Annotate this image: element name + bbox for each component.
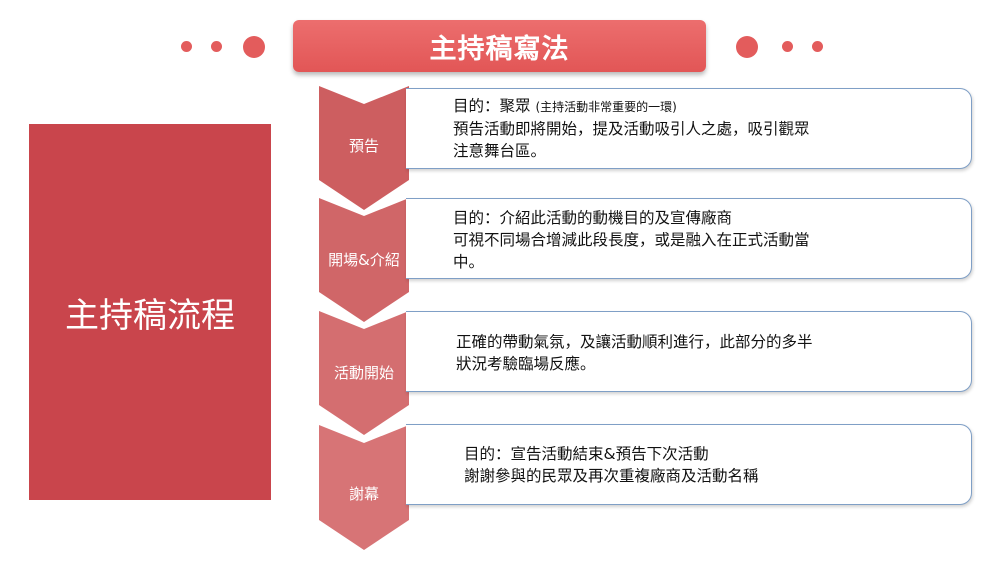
decor-dot-left-large (243, 36, 265, 58)
step-label: 開場&介紹 (328, 251, 400, 269)
flow-label-box: 主持稿流程 (29, 124, 271, 500)
step-chevron-1: 預告 (319, 86, 409, 210)
card-line: 中。 (453, 253, 485, 271)
card-note: (主持活動非常重要的一環) (535, 100, 677, 114)
card-line: 目的：聚眾 (主持活動非常重要的一環) (453, 95, 971, 118)
decor-dot-left-small (181, 41, 192, 52)
step-chevron-2: 開場&介紹 (319, 198, 409, 322)
flow-label: 主持稿流程 (65, 295, 235, 336)
step-label: 預告 (348, 137, 379, 155)
step-label: 謝幕 (348, 485, 379, 503)
card-text: 目的：聚眾 (453, 97, 536, 115)
card-line: 謝謝參與的民眾及再次重複廠商及活動名稱 (464, 467, 759, 485)
card-line: 正確的帶動氣氛，及讓活動順利進行，此部分的多半 (456, 333, 813, 351)
card-line: 預告活動即將開始，提及活動吸引人之處，吸引觀眾 (453, 120, 810, 138)
card-line: 目的：介紹此活動的動機目的及宣傳廠商 (453, 209, 733, 227)
decor-dot-right-small (812, 41, 823, 52)
decor-dot-right-medium (782, 41, 793, 52)
decor-dot-left-medium (211, 41, 222, 52)
step-card-1: 目的：聚眾 (主持活動非常重要的一環) 預告活動即將開始，提及活動吸引人之處，吸… (406, 88, 972, 169)
card-line: 注意舞台區。 (453, 142, 547, 160)
step-chevron-4: 謝幕 (319, 425, 409, 550)
decor-dot-right-large (736, 36, 758, 58)
step-card-2: 目的：介紹此活動的動機目的及宣傳廠商 可視不同場合增減此段長度，或是融入在正式活… (406, 198, 972, 279)
step-chevron-3: 活動開始 (319, 311, 409, 435)
card-line: 可視不同場合增減此段長度，或是融入在正式活動當 (453, 231, 810, 249)
card-line: 目的：宣告活動結束&預告下次活動 (464, 445, 709, 463)
page-title: 主持稿寫法 (293, 20, 706, 72)
step-label: 活動開始 (333, 364, 394, 382)
card-line: 狀況考驗臨場反應。 (456, 355, 596, 373)
step-card-3: 正確的帶動氣氛，及讓活動順利進行，此部分的多半 狀況考驗臨場反應。 (406, 311, 972, 392)
step-card-4: 目的：宣告活動結束&預告下次活動 謝謝參與的民眾及再次重複廠商及活動名稱 (406, 424, 972, 505)
